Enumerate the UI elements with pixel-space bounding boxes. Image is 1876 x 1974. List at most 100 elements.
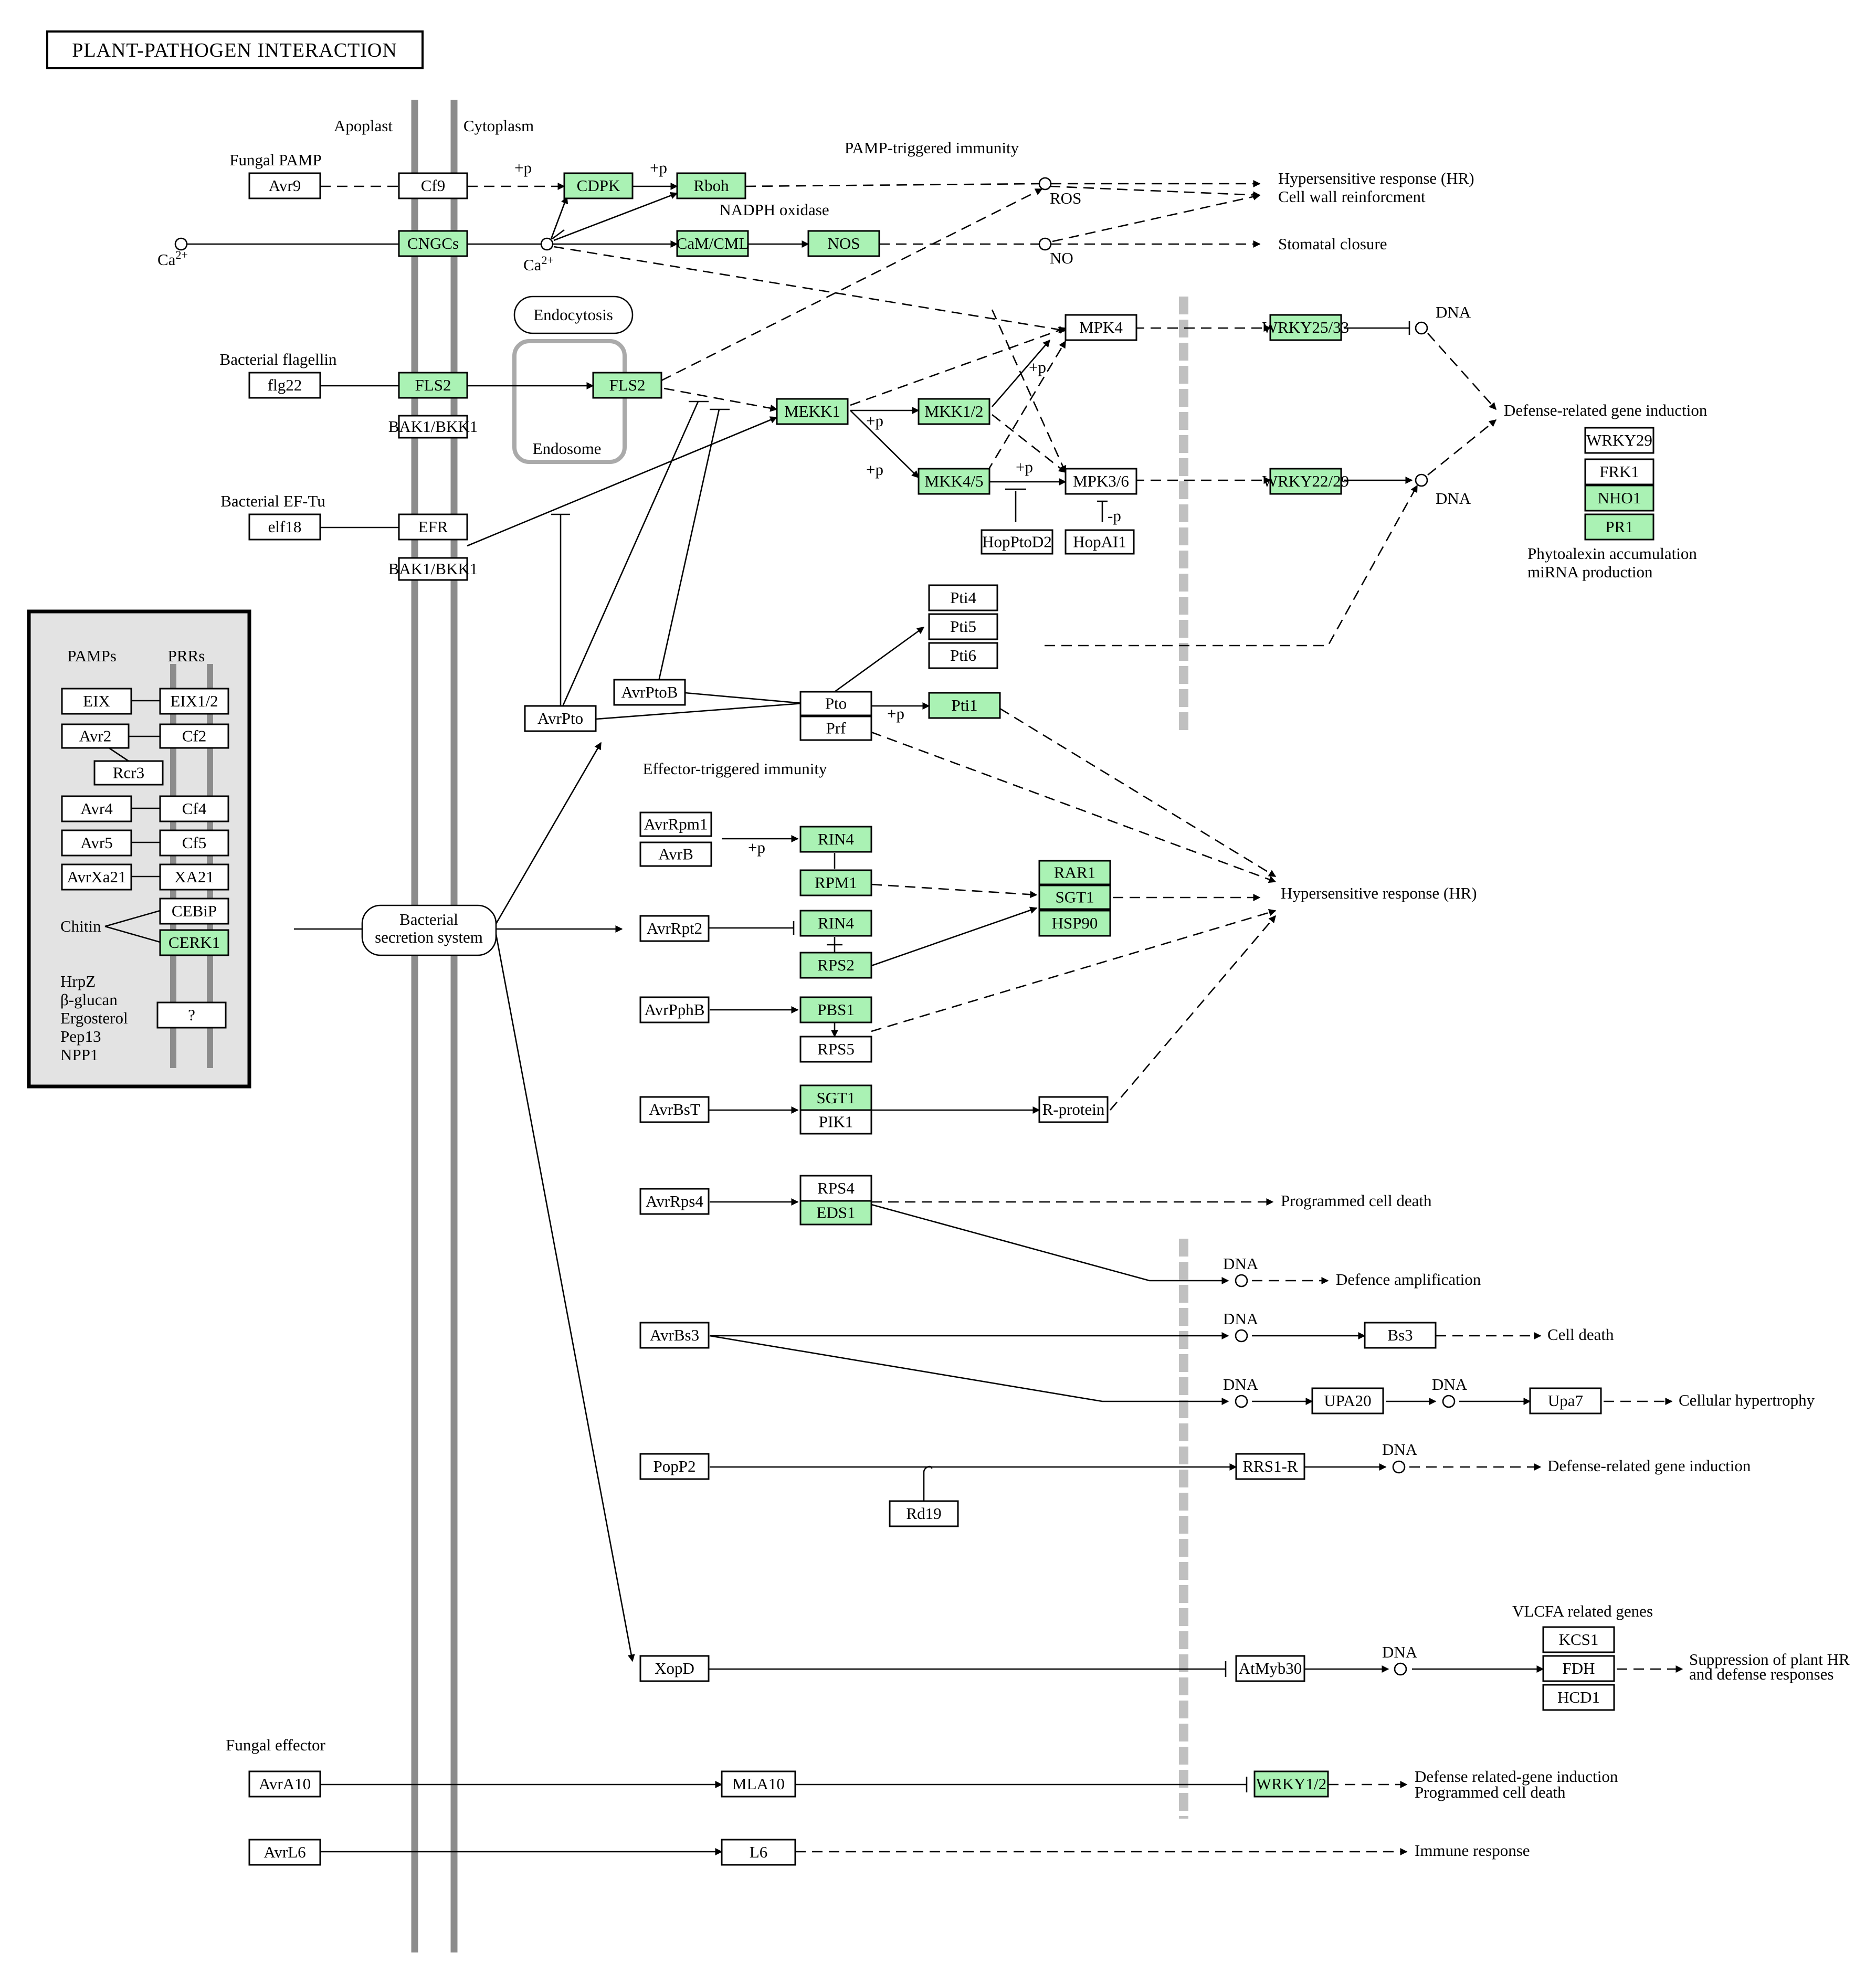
gene-frk1[interactable]: FRK1 xyxy=(1584,458,1654,485)
gene-mpk36[interactable]: MPK3/6 xyxy=(1065,468,1137,495)
gene-hsp90[interactable]: HSP90 xyxy=(1038,910,1111,937)
gene-pti1[interactable]: Pti1 xyxy=(928,692,1001,719)
gene-fls2b[interactable]: FLS2 xyxy=(592,372,662,399)
gene-eds1[interactable]: EDS1 xyxy=(799,1200,872,1226)
bacterial-secretion-system[interactable]: Bacterial secretion system xyxy=(361,904,497,956)
gene-sgt1a[interactable]: SGT1 xyxy=(1038,884,1111,910)
legend-avrxa21[interactable]: AvrXa21 xyxy=(61,863,132,891)
dna-label: DNA xyxy=(1432,1375,1468,1394)
node-label: XA21 xyxy=(174,868,214,886)
node-label: AvrA10 xyxy=(259,1775,311,1793)
gene-cdpk[interactable]: CDPK xyxy=(563,172,634,199)
gene-avrrpt2[interactable]: AvrRpt2 xyxy=(639,915,710,942)
gene-rar1[interactable]: RAR1 xyxy=(1038,860,1111,885)
gene-mkk45[interactable]: MKK4/5 xyxy=(918,468,990,495)
gene-nho1[interactable]: NHO1 xyxy=(1584,484,1654,512)
gene-rprotein[interactable]: R-protein xyxy=(1038,1096,1109,1123)
gene-pbs1[interactable]: PBS1 xyxy=(799,996,872,1023)
gene-fdh[interactable]: FDH xyxy=(1542,1655,1615,1682)
gene-wrky29[interactable]: WRKY29 xyxy=(1584,427,1654,454)
node-label: RRS1-R xyxy=(1242,1457,1298,1475)
gene-mpk4[interactable]: MPK4 xyxy=(1065,314,1137,341)
legend-avr2[interactable]: Avr2 xyxy=(61,723,130,749)
legend-cerk1[interactable]: CERK1 xyxy=(159,929,229,956)
gene-wrky2533[interactable]: WRKY25/33 xyxy=(1262,314,1349,341)
gene-rps5[interactable]: RPS5 xyxy=(799,1036,872,1063)
gene-bak1b[interactable]: BAK1/BKK1 xyxy=(388,557,478,581)
node-label: MLA10 xyxy=(732,1775,785,1793)
node-label: CNGCs xyxy=(407,234,459,252)
gene-pik1[interactable]: PIK1 xyxy=(799,1109,872,1135)
gene-atmyb30[interactable]: AtMyb30 xyxy=(1235,1655,1305,1682)
node-label: AvrRpm1 xyxy=(644,815,708,833)
gene-hopptod2[interactable]: HopPtoD2 xyxy=(981,529,1053,555)
gene-rboh[interactable]: Rboh xyxy=(676,172,746,199)
gene-pto[interactable]: Pto xyxy=(799,691,872,716)
gene-mkk12[interactable]: MKK1/2 xyxy=(918,398,990,425)
gene-xopd[interactable]: XopD xyxy=(639,1655,710,1682)
gene-hopai1[interactable]: HopAI1 xyxy=(1065,529,1135,555)
gene-avrbs3[interactable]: AvrBs3 xyxy=(639,1322,710,1349)
gene-rrs1r[interactable]: RRS1-R xyxy=(1235,1453,1305,1480)
legend-eix12[interactable]: EIX1/2 xyxy=(159,688,229,715)
gene-avrb[interactable]: AvrB xyxy=(639,841,712,867)
legend-cf2[interactable]: Cf2 xyxy=(159,723,229,749)
gene-pti6[interactable]: Pti6 xyxy=(928,642,998,669)
legend-eix[interactable]: EIX xyxy=(61,688,132,715)
gene-kcs1[interactable]: KCS1 xyxy=(1542,1626,1615,1653)
gene-rin4b[interactable]: RIN4 xyxy=(799,910,872,937)
legend-rcr3[interactable]: Rcr3 xyxy=(93,760,164,786)
gene-pr1[interactable]: PR1 xyxy=(1584,513,1654,541)
node-label: Upa7 xyxy=(1548,1391,1583,1410)
legend-cebip[interactable]: CEBiP xyxy=(159,898,229,925)
legend-other-pamp: Pep13 xyxy=(60,1027,101,1046)
gene-avrbst[interactable]: AvrBsT xyxy=(639,1096,710,1123)
gene-wrky2229[interactable]: WRKY22/29 xyxy=(1262,468,1349,495)
legend-q[interactable]: ? xyxy=(156,1001,227,1029)
gene-wrky12[interactable]: WRKY1/2 xyxy=(1253,1770,1329,1798)
gene-avrrps4[interactable]: AvrRps4 xyxy=(639,1188,710,1215)
gene-mla10[interactable]: MLA10 xyxy=(721,1770,796,1798)
gene-pti4[interactable]: Pti4 xyxy=(928,584,998,611)
gene-bak1a[interactable]: BAK1/BKK1 xyxy=(388,415,478,439)
legend-avr5[interactable]: Avr5 xyxy=(61,829,132,857)
gene-mekk1[interactable]: MEKK1 xyxy=(776,398,849,425)
node-label: MPK4 xyxy=(1079,318,1123,336)
gene-avrpto[interactable]: AvrPto xyxy=(524,705,597,732)
gene-rps2[interactable]: RPS2 xyxy=(799,952,872,979)
gene-elf18[interactable]: elf18 xyxy=(248,513,321,541)
gene-rin4a[interactable]: RIN4 xyxy=(799,826,872,853)
gene-flg22[interactable]: flg22 xyxy=(248,372,321,399)
gene-upa20[interactable]: UPA20 xyxy=(1311,1387,1384,1414)
node-label: Rd19 xyxy=(906,1504,941,1523)
gene-camcml[interactable]: CaM/CML xyxy=(676,230,749,257)
gene-avrrpm1[interactable]: AvrRpm1 xyxy=(639,811,712,837)
gene-cngcs[interactable]: CNGCs xyxy=(398,230,468,257)
legend-xa21[interactable]: XA21 xyxy=(159,863,229,891)
gene-avrpphb[interactable]: AvrPphB xyxy=(639,996,710,1023)
gene-sgt1b[interactable]: SGT1 xyxy=(799,1084,872,1112)
gene-rps4[interactable]: RPS4 xyxy=(799,1175,872,1202)
gene-rd19[interactable]: Rd19 xyxy=(889,1500,959,1527)
gene-prf[interactable]: Prf xyxy=(799,715,872,741)
gene-l6[interactable]: L6 xyxy=(721,1839,796,1866)
gene-nos[interactable]: NOS xyxy=(807,230,880,257)
legend-avr4[interactable]: Avr4 xyxy=(61,795,132,822)
node-label: Avr4 xyxy=(80,799,113,818)
gene-bs3[interactable]: Bs3 xyxy=(1364,1322,1437,1349)
gene-avr9[interactable]: Avr9 xyxy=(248,172,321,199)
gene-hcd1[interactable]: HCD1 xyxy=(1542,1684,1615,1711)
legend-cf5[interactable]: Cf5 xyxy=(159,829,229,857)
legend-cf4[interactable]: Cf4 xyxy=(159,795,229,822)
dna-label: DNA xyxy=(1436,489,1471,508)
gene-avrptob[interactable]: AvrPtoB xyxy=(613,679,686,706)
gene-rpm1[interactable]: RPM1 xyxy=(799,869,872,896)
gene-popp2[interactable]: PopP2 xyxy=(639,1453,710,1480)
gene-efr[interactable]: EFR xyxy=(398,513,468,541)
gene-fls2a[interactable]: FLS2 xyxy=(398,372,468,399)
gene-cf9[interactable]: Cf9 xyxy=(398,172,468,199)
gene-pti5[interactable]: Pti5 xyxy=(928,613,998,640)
gene-avra10[interactable]: AvrA10 xyxy=(248,1770,321,1798)
gene-avrl6[interactable]: AvrL6 xyxy=(248,1839,321,1866)
gene-upa7[interactable]: Upa7 xyxy=(1529,1387,1602,1414)
